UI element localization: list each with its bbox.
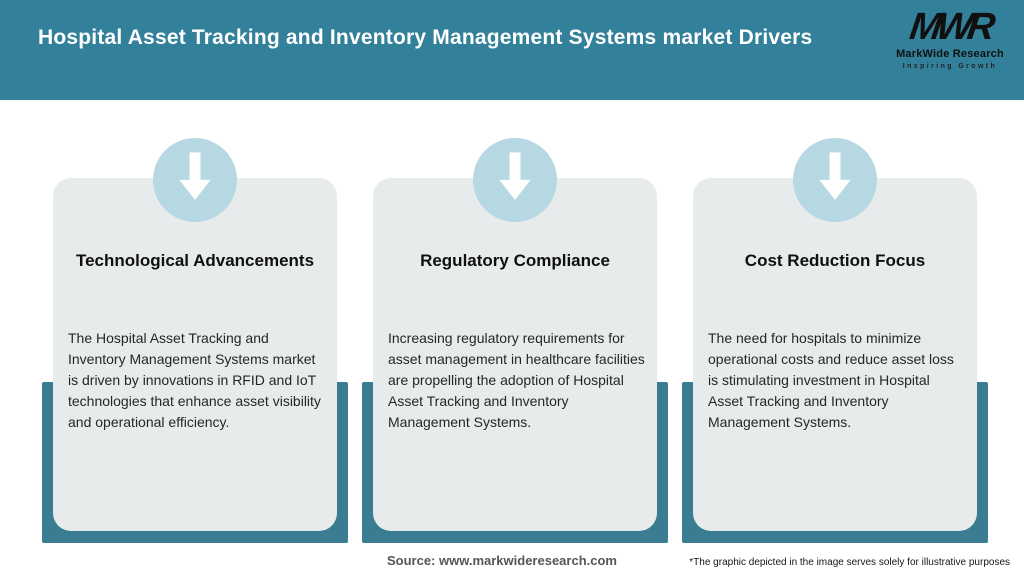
driver-card-cost-reduction-focus: Cost Reduction Focus The need for hospit… <box>693 178 977 531</box>
page-title: Hospital Asset Tracking and Inventory Ma… <box>38 26 813 49</box>
driver-card-technological-advancements: Technological Advancements The Hospital … <box>53 178 337 531</box>
markwide-logo: MWR MarkWide Research Inspiring Growth <box>890 6 1010 70</box>
down-arrow-icon <box>819 152 851 200</box>
card-title: Regulatory Compliance <box>420 251 610 270</box>
card-body: The need for hospitals to minimize opera… <box>708 330 954 430</box>
card-icon-badge <box>473 138 557 222</box>
driver-card-regulatory-compliance: Regulatory Compliance Increasing regulat… <box>373 178 657 531</box>
down-arrow-icon <box>179 152 211 200</box>
card-body: Increasing regulatory requirements for a… <box>388 330 645 430</box>
card-title: Cost Reduction Focus <box>744 251 926 270</box>
logo-company-name: MarkWide Research <box>896 48 1004 60</box>
card-icon-badge <box>793 138 877 222</box>
card-icon-badge <box>153 138 237 222</box>
logo-monogram: MWR <box>907 6 993 48</box>
card-title: Technological Advancements <box>75 251 315 270</box>
logo-tagline: Inspiring Growth <box>902 63 998 70</box>
card-body: The Hospital Asset Tracking and Inventor… <box>68 330 321 430</box>
down-arrow-icon <box>499 152 531 200</box>
disclaimer-text: *The graphic depicted in the image serve… <box>689 557 1010 568</box>
header-bar: Hospital Asset Tracking and Inventory Ma… <box>0 0 1024 100</box>
source-text: Source: www.markwideresearch.com <box>386 553 617 568</box>
